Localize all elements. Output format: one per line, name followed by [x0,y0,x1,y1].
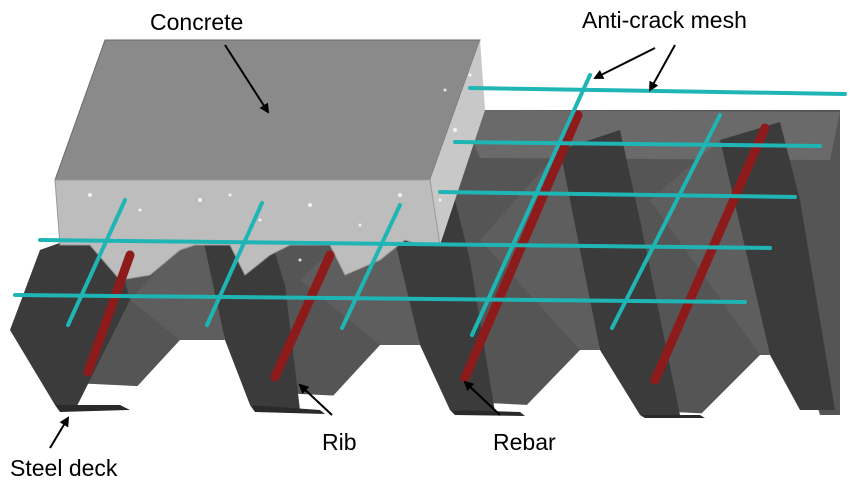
rebar-2 [270,250,335,382]
rebar-1 [83,250,135,377]
concrete-arrow [224,44,270,114]
mesh-bar-long-1 [468,86,847,96]
rib-label: Rib [322,429,357,455]
mesh-bar-trans-4 [470,73,592,337]
label-arrows [49,44,676,449]
deck-rib-4 [560,130,680,415]
steel-deck-label: Steel deck [10,455,118,481]
anti-crack-mesh [13,73,847,337]
mesh-arrow-left [593,47,656,79]
rebar-label: Rebar [493,429,556,455]
rib-arrow [298,383,333,416]
deck-rib-2 [200,205,300,410]
mesh-bar-long-2 [453,140,822,148]
anti-crack-mesh-label: Anti-crack mesh [582,7,747,33]
deck-flange-1 [130,225,225,340]
deck-rib-5 [720,122,835,410]
mesh-bar-trans-3 [340,203,402,330]
rebar-arrow [463,380,501,416]
mesh-bar-trans-5 [610,113,722,330]
concrete-aggregate-texture [88,73,472,262]
mesh-arrow-right [649,44,676,92]
steel-deck-arrow [49,416,70,449]
deck-rib-bottom-4 [640,415,705,418]
mesh-bar-long-5 [13,293,747,304]
deck-front-profile [0,320,840,484]
deck-rib-bottom-2 [250,405,325,414]
mesh-bar-trans-1 [66,198,127,327]
deck-rib-bottom-3 [450,410,525,416]
mesh-bar-trans-2 [205,201,264,327]
rebar-4 [650,123,770,385]
deck-rib-bottom-1 [55,405,130,412]
concrete-label: Concrete [150,9,243,35]
mesh-bar-long-4 [38,238,772,250]
mesh-bar-long-3 [438,190,797,199]
